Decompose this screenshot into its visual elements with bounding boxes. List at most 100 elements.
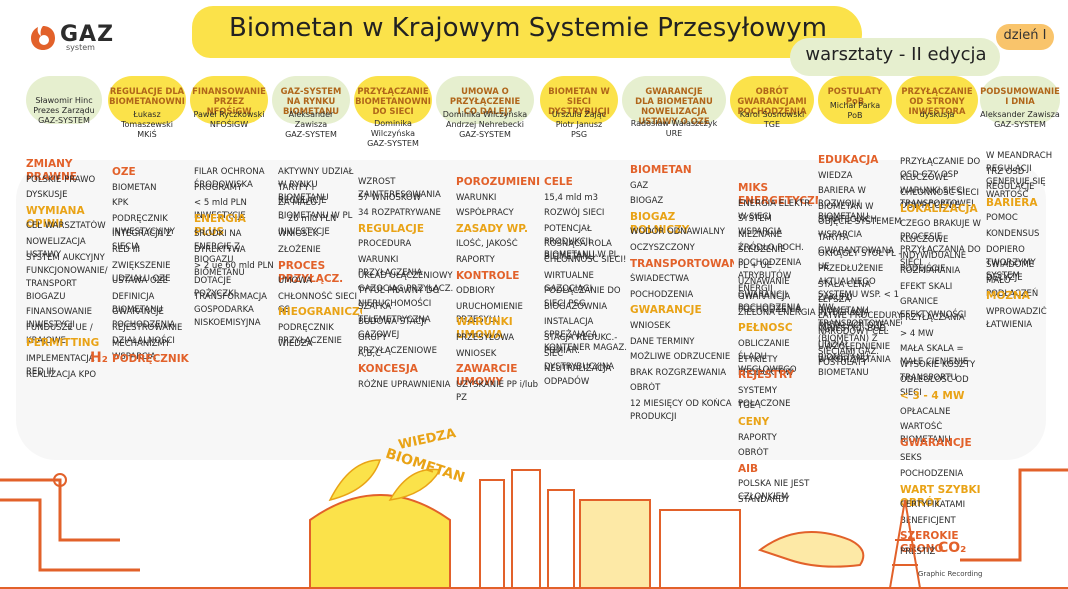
note-text: KONTROLE bbox=[456, 269, 520, 282]
speaker-header-bg bbox=[818, 76, 892, 124]
note-text: ZWIĘKSZENIE UDZIAŁU OZE bbox=[112, 260, 171, 284]
note-text: ROZMIARANIA bbox=[900, 266, 961, 277]
note-text: UZNAWANIE GWARANCJI POCHODZENIA bbox=[738, 276, 802, 313]
note-text: MAŁA SKALA = MAŁE CIENIENIE bbox=[900, 344, 969, 368]
note-text: ZAWARCIE UMOWY bbox=[456, 363, 518, 389]
note-text: OBLICZANIE ŚLADU WĘGLOWEGO bbox=[738, 339, 797, 375]
note-text: OKRĄGŁY STÓŁ PL - UE bbox=[818, 248, 902, 272]
note-text: AKTYWNY UDZIAŁ W RYNKU BIOMETANU bbox=[278, 167, 354, 203]
note-text: FILAR OCHRONA ŚRODOWISKA bbox=[194, 167, 265, 190]
note-text: WSPÓŁPRACY bbox=[456, 208, 514, 219]
speaker-header-names: Aleksander Zawisza GAZ-SYSTEM bbox=[980, 110, 1060, 129]
note-text: < 5 mld PLN INWESTYCJE bbox=[194, 198, 247, 222]
note-text: CELE bbox=[544, 176, 573, 188]
note-text: SEKS bbox=[900, 453, 922, 464]
note-text: TRANSFORMACJA GOSPODARKA NISKOEMISYJNA bbox=[194, 291, 267, 328]
note-text: TRZ OSD bbox=[986, 166, 1025, 177]
note-text: GWARANCJE bbox=[900, 436, 972, 449]
note-text: CENY bbox=[738, 416, 770, 428]
note-text: ODLEGŁOŚĆ OD SIECI bbox=[900, 375, 969, 399]
note-text: WNIOSEK bbox=[456, 348, 497, 359]
note-text: GRANICE EFEKTYWNOŚCI bbox=[900, 297, 967, 321]
gaz-system-logo bbox=[24, 22, 148, 54]
note-text: BRAK ROZGRZEWANIA bbox=[630, 367, 727, 378]
note-text: INTEGRACJA Z SIECIĄ bbox=[112, 229, 172, 253]
note-text: CHŁONNOŚĆ SIECI GS bbox=[278, 291, 357, 315]
scene-label-co2: CO₂ bbox=[938, 540, 967, 556]
note-text: PL + UE bbox=[738, 261, 772, 271]
note-text: POSTULATY bbox=[818, 357, 868, 368]
note-text: CZEGO BRAKUJE W PROCESIE PRZYŁĄCZANIA DO… bbox=[900, 219, 981, 269]
note-text: PODŁĄCZANIE DO SIECI PSG bbox=[544, 286, 621, 310]
note-text: CHŁONNOŚĆ SIECI! bbox=[544, 255, 627, 265]
speaker-header-names: Aleksander Zawisza GAZ-SYSTEM bbox=[285, 110, 337, 139]
speaker-header-title: BIOMETAN W SIECI DYSTRYBUCJI bbox=[548, 86, 610, 116]
speaker-header-names: Paweł Ryczkowski NFOŚiGW bbox=[193, 110, 265, 129]
note-text: RAPORTY bbox=[738, 432, 777, 443]
speaker-header-bg bbox=[540, 76, 618, 124]
note-text: DANE TERMINY bbox=[630, 336, 695, 347]
note-text: DYREKTYWA bbox=[194, 245, 246, 255]
note-text: ZA MAŁO BIOMETANU W PL bbox=[278, 198, 353, 222]
day-badge-bg bbox=[996, 24, 1054, 50]
note-text: ~ 26 mld PLN INWESTYCJE bbox=[278, 213, 337, 237]
note-text: EDUKACJA bbox=[818, 154, 879, 166]
note-text: SIEĆ DYSTRYBUCYJNA bbox=[544, 348, 615, 372]
note-text: RED III bbox=[112, 245, 141, 255]
note-text: CERTYFIKATAMI bbox=[900, 500, 966, 511]
note-text: GWARANCJE bbox=[630, 304, 702, 317]
note-text: BARIERA W ROZWOJU BIOMETANU bbox=[818, 186, 869, 223]
note-text: NEUTRALIZACJA ODPADÓW bbox=[544, 364, 612, 388]
note-text: 57 WNIOSKÓW bbox=[358, 192, 422, 203]
note-text: NIEOGRANICZONA bbox=[278, 306, 362, 319]
speaker-header-title: GWARANCJE DLA BIOMETANU NOWELIZACJA USTA… bbox=[635, 86, 713, 126]
note-text: OBJĘCIE SYSTEMEM WSPARCIA bbox=[818, 217, 902, 241]
note-text: BUDOWA STACJI GAZOWEJ bbox=[358, 317, 427, 341]
speaker-header-names: Dominika Wilczyńska Andrzej Nehrebecki G… bbox=[442, 110, 528, 139]
note-text: 34 ROZPATRYWANE bbox=[358, 208, 441, 219]
note-text: WARUNKI PRZYŁĄCZENIA bbox=[358, 255, 423, 278]
speaker-header-bg bbox=[622, 76, 726, 124]
note-text: WPROWADZIĆ ŁATWIENIA bbox=[986, 307, 1047, 330]
note-text: TARYFY I REGULACJE bbox=[278, 182, 327, 206]
note-text: GRUPY PRZYŁĄCZENIOWE bbox=[358, 333, 437, 356]
note-text: WIRTUALNE GAZOCIĄGI bbox=[544, 270, 594, 294]
note-text: ŚWIADECTWA bbox=[630, 274, 689, 285]
note-text: PRZYŁĄCZANIA bbox=[900, 313, 965, 323]
speaker-header-bg bbox=[896, 76, 978, 124]
note-text: PROCEDURA bbox=[358, 239, 412, 250]
note-text: 15,4 mld m3 bbox=[544, 192, 599, 203]
note-text: KLUCZOWE WARUNKI SIECI TRANSPORTOWEJ bbox=[900, 172, 974, 209]
speaker-header-title: PODSUMOWANIE I DNIA bbox=[980, 86, 1060, 106]
note-text: TGE bbox=[738, 401, 756, 412]
note-text: WARUNKI UMOWA bbox=[456, 316, 513, 342]
note-text: WYMIANA OPINII bbox=[26, 204, 85, 230]
note-text: PRZESYŁOWA bbox=[456, 333, 515, 343]
note-text: USTAWA OZE bbox=[112, 276, 168, 287]
day-badge: dzień I bbox=[1003, 28, 1047, 43]
speaker-header-names: Łukasz Tomaszewski MKiŚ bbox=[121, 110, 173, 139]
note-text: POLSKIE PRAWO bbox=[26, 174, 96, 185]
speaker-header-names: Radosław Walaszczyk URE bbox=[630, 119, 718, 138]
note-text: WZROST ZAINTERESOWANIA bbox=[358, 177, 441, 200]
note-text: PODRĘCZNIK bbox=[112, 353, 189, 366]
note-text: POROZUMIENIE bbox=[456, 176, 540, 188]
note-text: SZAFKA TELEMETRYCZNA bbox=[358, 301, 431, 325]
note-text: STACJA REDUKC.-POMIAR. bbox=[544, 333, 618, 356]
note-text: WART SZYBKI OBRÓT bbox=[900, 483, 981, 509]
note-text: UWZGLĘDNIENIE WYKORZYSTANIA BIOMETANU bbox=[818, 342, 891, 379]
note-text: > 2 ue 60 mld PLN bbox=[194, 260, 274, 271]
note-text: BIOMETAN bbox=[630, 164, 692, 176]
note-text: A,B,C bbox=[358, 348, 381, 359]
note-text: WARUNKI bbox=[456, 192, 497, 203]
speaker-header-bg bbox=[354, 76, 432, 124]
note-text: TARYFA GWARANTOWANA bbox=[818, 233, 894, 256]
note-text: NARODOWY CEL UDZIAŁ BIOMETANU bbox=[818, 326, 889, 363]
note-text: SYSTEM AUKCYJNY FUNKCJONOWANIE/ TRANSPOR… bbox=[26, 252, 108, 302]
note-text: ZMIANY PRAWNE bbox=[26, 158, 77, 183]
note-text: BIOGAZOWNIA bbox=[544, 301, 608, 312]
note-text: PEŁNOŚĆ bbox=[738, 322, 793, 335]
note-text: LEPSZA INTEGRACJA INSTALACJI OZE (BIOMET… bbox=[818, 295, 885, 358]
note-text: RÓŻNE UPRAWNIENIA bbox=[358, 379, 451, 390]
note-text: ŚLEDZENIE POCHODZENIA ATRYBUTÓW ENERGII bbox=[738, 245, 802, 295]
